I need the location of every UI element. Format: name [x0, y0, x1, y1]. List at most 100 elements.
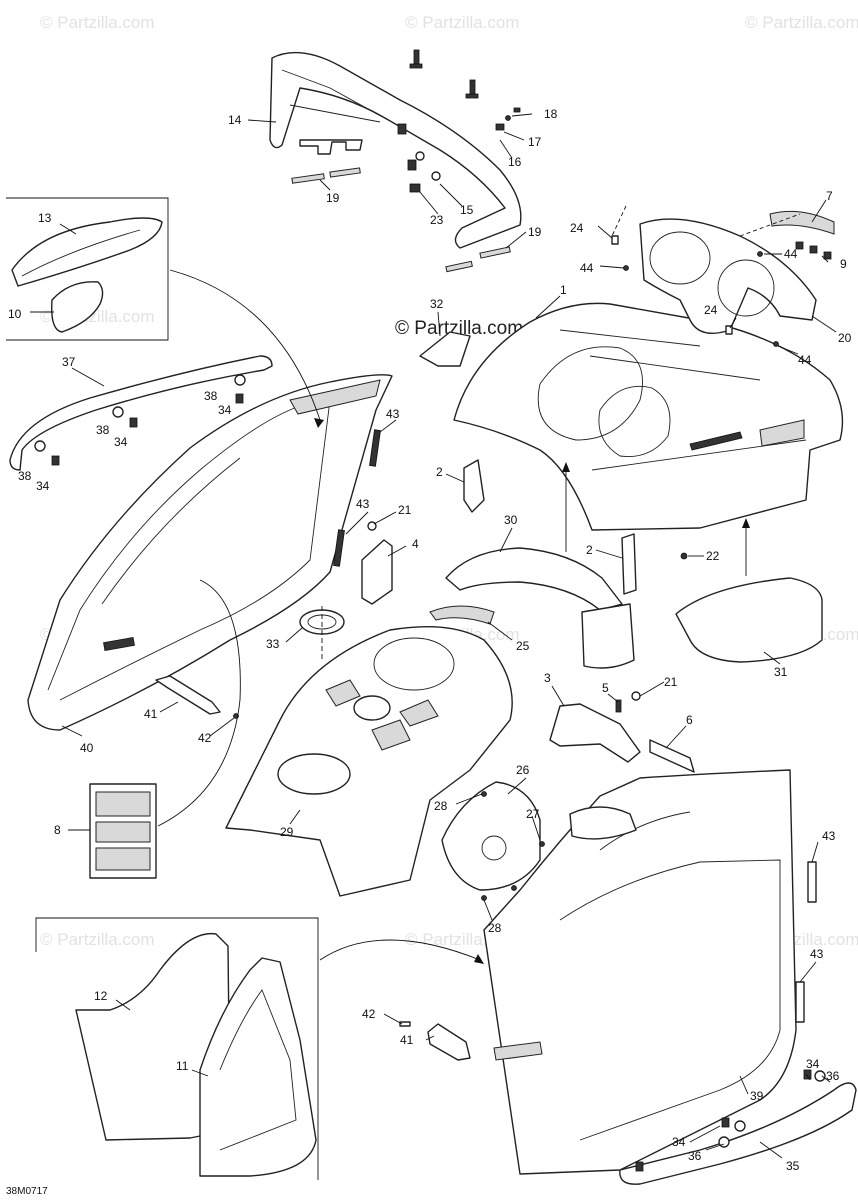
part-26-compartment[interactable] — [441, 781, 541, 891]
callout-22: 22 — [706, 549, 720, 563]
callout-43: 43 — [822, 829, 836, 843]
part-34-screws[interactable] — [51, 393, 244, 466]
part-8-label[interactable] — [89, 783, 157, 879]
part-5-clip[interactable] — [615, 699, 622, 713]
callout-38: 38 — [204, 389, 218, 403]
callout-6: 6 — [686, 713, 693, 727]
inset-frames — [6, 197, 319, 1180]
part-43-strip-upper-left[interactable] — [369, 429, 381, 467]
callout-21: 21 — [398, 503, 412, 517]
callout-20: 20 — [838, 331, 852, 345]
callout-2: 2 — [586, 543, 593, 557]
part-43-strip-upper-right[interactable] — [807, 861, 817, 903]
watermark: © Partzilla.com — [40, 13, 155, 32]
part-2-latch-right[interactable] — [621, 533, 637, 595]
callout-25: 25 — [516, 639, 530, 653]
callout-30: 30 — [504, 513, 518, 527]
watermark: © Partzilla.com — [745, 13, 858, 32]
callout-41: 41 — [400, 1033, 414, 1047]
callout-28: 28 — [488, 921, 502, 935]
part-43-strip-lower-right[interactable] — [795, 981, 805, 1023]
part-22-nut[interactable] — [680, 552, 688, 560]
callout-29: 29 — [280, 825, 294, 839]
part-10-pad[interactable] — [51, 281, 104, 333]
callout-4: 4 — [412, 537, 419, 551]
leader-lines — [30, 113, 837, 1159]
part-42-screw-right[interactable] — [399, 1021, 411, 1027]
part-39-right-panel[interactable] — [483, 769, 797, 1175]
callout-43: 43 — [356, 497, 370, 511]
callout-37: 37 — [62, 355, 76, 369]
callout-8: 8 — [54, 823, 61, 837]
callout-17: 17 — [528, 135, 542, 149]
part-20-gauge-bezel[interactable] — [639, 218, 817, 334]
callout-38: 38 — [18, 469, 32, 483]
callout-43: 43 — [810, 947, 824, 961]
callout-16: 16 — [508, 155, 522, 169]
callout-39: 39 — [750, 1089, 764, 1103]
part-35-rail[interactable] — [619, 1082, 857, 1185]
part-15-fasteners[interactable] — [397, 49, 521, 193]
callout-23: 23 — [430, 213, 444, 227]
callout-7: 7 — [826, 189, 833, 203]
part-36-nuts[interactable] — [718, 1070, 826, 1148]
callout-3: 3 — [544, 671, 551, 685]
part-9-clips[interactable] — [795, 241, 832, 260]
callout-13: 13 — [38, 211, 52, 225]
callout-2: 2 — [436, 465, 443, 479]
part-25-trim[interactable] — [429, 605, 495, 625]
callout-14: 14 — [228, 113, 242, 127]
callout-27: 27 — [526, 807, 540, 821]
callout-34: 34 — [218, 403, 232, 417]
part-12-pad[interactable] — [75, 932, 231, 1141]
callout-19: 19 — [326, 191, 340, 205]
part-37-rail[interactable] — [9, 355, 273, 471]
callout-44: 44 — [580, 261, 594, 275]
part-41-grab-right[interactable] — [427, 1023, 471, 1061]
part-40-left-panel[interactable] — [27, 374, 393, 731]
callout-44: 44 — [798, 353, 812, 367]
callout-labels: 1 2 2 3 4 5 6 7 8 9 10 11 12 13 14 15 16… — [6, 107, 852, 1197]
part-38-nuts[interactable] — [34, 374, 246, 452]
callout-42: 42 — [198, 731, 212, 745]
part-14-windshield[interactable] — [269, 51, 522, 249]
callout-26: 26 — [516, 763, 530, 777]
diagram-code: 38M0717 — [6, 1186, 48, 1197]
callout-34: 34 — [36, 479, 50, 493]
part-24-screws[interactable] — [611, 235, 733, 335]
callout-35: 35 — [786, 1159, 800, 1173]
part-41-grab-left[interactable] — [155, 675, 221, 715]
part-19-strip-upper[interactable] — [291, 167, 361, 184]
part-1-console[interactable] — [419, 302, 844, 531]
part-19-strip-lower[interactable] — [445, 246, 511, 273]
part-11-panel[interactable] — [199, 957, 317, 1177]
part-6-plate[interactable] — [649, 739, 695, 773]
part-27-nut[interactable] — [539, 841, 545, 847]
part-34-screws-right[interactable] — [635, 1069, 812, 1172]
callout-31: 31 — [774, 665, 788, 679]
part-29-center-body[interactable] — [225, 626, 513, 897]
callout-34: 34 — [806, 1057, 820, 1071]
callout-15: 15 — [460, 203, 474, 217]
part-43-strip-lower-left[interactable] — [333, 529, 345, 567]
callout-40: 40 — [80, 741, 94, 755]
callout-41: 41 — [144, 707, 158, 721]
callout-5: 5 — [602, 681, 609, 695]
part-31-cover[interactable] — [675, 577, 823, 663]
callout-11: 11 — [176, 1059, 189, 1073]
part-4-bracket[interactable] — [361, 521, 393, 605]
part-7-trim[interactable] — [769, 210, 835, 235]
part-13-cover[interactable] — [11, 217, 163, 287]
part-21-nut[interactable] — [631, 691, 641, 701]
callout-32: 32 — [430, 297, 444, 311]
callout-34: 34 — [672, 1135, 686, 1149]
callout-36: 36 — [688, 1149, 702, 1163]
assembly-arrows — [157, 205, 801, 964]
part-2-latch-left[interactable] — [463, 459, 485, 513]
callout-38: 38 — [96, 423, 110, 437]
part-30-glovebox-lid[interactable] — [445, 547, 635, 669]
part-3-bracket[interactable] — [549, 703, 641, 763]
callout-44: 44 — [784, 247, 798, 261]
callout-12: 12 — [94, 989, 108, 1003]
